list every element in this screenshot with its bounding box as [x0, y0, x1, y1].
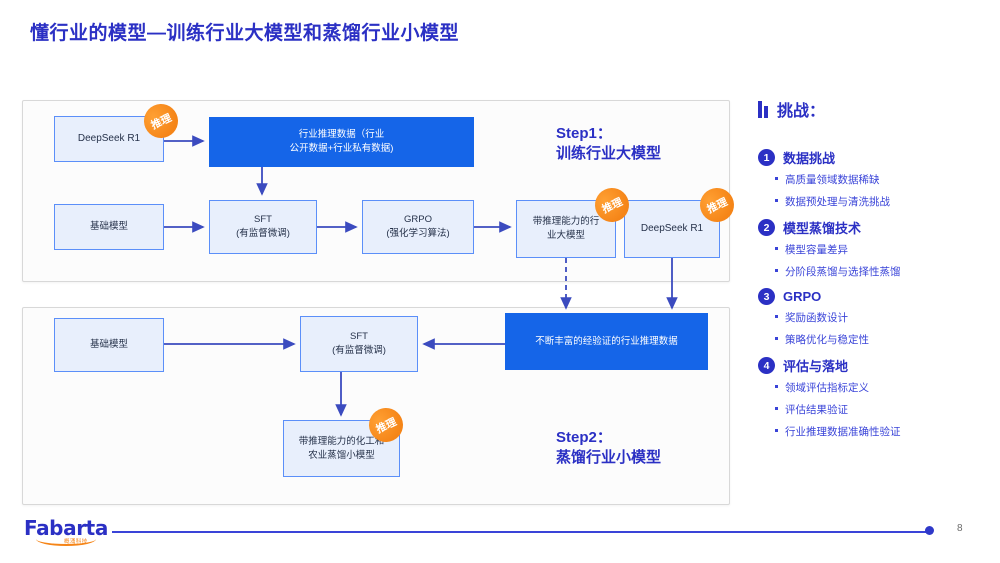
challenge-number-badge: 2: [758, 219, 775, 236]
node-label-line2: (强化学习算法): [386, 228, 450, 239]
challenge-bullets: 高质量领域数据稀缺 数据预处理与清洗挑战: [758, 172, 988, 209]
challenge-header: 4 评估与落地: [758, 356, 988, 375]
node-label: 不断丰富的经验证的行业推理数据: [535, 335, 678, 347]
node-sft-step2: SFT (有监督微调): [300, 316, 418, 372]
list-item: 模型容量差异: [758, 242, 988, 257]
list-item: 高质量领域数据稀缺: [758, 172, 988, 187]
node-label-line2: 业大模型: [546, 230, 585, 241]
challenge-bullets: 奖励函数设计 策略优化与稳定性: [758, 310, 988, 347]
fabarta-logo: Fabarta 概涌科技: [24, 518, 110, 548]
node-label-line2: 公开数据+行业私有数据): [289, 143, 394, 154]
node-label: 行业推理数据（行业 公开数据+行业私有数据): [286, 128, 398, 156]
challenge-title: 评估与落地: [783, 359, 849, 374]
challenge-header: 1 数据挑战: [758, 148, 988, 167]
logo-wordmark: Fabarta: [24, 516, 108, 540]
list-item: 行业推理数据准确性验证: [758, 424, 988, 439]
list-item: 评估结果验证: [758, 402, 988, 417]
list-item: 领域评估指标定义: [758, 380, 988, 395]
challenge-group: 4 评估与落地 领域评估指标定义 评估结果验证 行业推理数据准确性验证: [758, 356, 988, 439]
node-label-line1: 行业推理数据（行业: [298, 129, 385, 141]
logo-subtitle-cn: 概涌科技: [64, 539, 88, 545]
node-label: 基础模型: [89, 339, 128, 351]
node-label: DeepSeek R1: [640, 222, 704, 234]
challenge-title: 数据挑战: [783, 151, 836, 166]
step1-caption-line1: Step1：: [556, 125, 612, 142]
page-number: 8: [957, 523, 963, 534]
challenges-heading: 挑战：: [758, 97, 825, 121]
node-label: GRPO (强化学习算法): [382, 213, 453, 241]
node-label: DeepSeek R1: [77, 132, 141, 144]
list-item: 奖励函数设计: [758, 310, 988, 325]
node-industry-reasoning-data: 行业推理数据（行业 公开数据+行业私有数据): [209, 117, 474, 167]
footer-rule: [112, 531, 930, 533]
challenge-group: 1 数据挑战 高质量领域数据稀缺 数据预处理与清洗挑战: [758, 148, 988, 209]
node-label-line1: SFT: [254, 214, 272, 226]
node-label-line1: 带推理能力的化工和: [298, 435, 385, 447]
step1-caption: Step1： 训练行业大模型: [556, 124, 661, 164]
step2-caption-line2: 蒸馏行业小模型: [556, 448, 662, 466]
logo-swoosh-icon: [36, 535, 96, 546]
footer-dot-icon: [925, 526, 934, 535]
challenge-group: 3 GRPO 奖励函数设计 策略优化与稳定性: [758, 288, 988, 347]
node-label: 带推理能力的行 业大模型: [529, 215, 604, 243]
challenges-heading-label: 挑战：: [777, 103, 826, 120]
node-label-line2: 农业蒸馏小模型: [308, 449, 375, 461]
node-base-model-step2: 基础模型: [54, 318, 164, 372]
node-label-line1: 带推理能力的行: [532, 216, 600, 228]
node-label: SFT (有监督微调): [328, 330, 390, 358]
node-sft-step1: SFT (有监督微调): [209, 200, 317, 254]
challenge-header: 2 模型蒸馏技术: [758, 218, 988, 237]
step1-caption-line2: 训练行业大模型: [556, 144, 662, 162]
list-item: 策略优化与稳定性: [758, 332, 988, 347]
page-title: 懂行业的模型—训练行业大模型和蒸馏行业小模型: [30, 23, 460, 44]
challenge-group: 2 模型蒸馏技术 模型容量差异 分阶段蒸馏与选择性蒸馏: [758, 218, 988, 279]
list-item: 分阶段蒸馏与选择性蒸馏: [758, 264, 988, 279]
step2-caption-line1: Step2：: [556, 429, 612, 446]
node-label: 带推理能力的化工和 农业蒸馏小模型: [295, 435, 389, 463]
bar-chart-icon: [758, 100, 770, 118]
challenge-bullets: 模型容量差异 分阶段蒸馏与选择性蒸馏: [758, 242, 988, 279]
node-label: 基础模型: [89, 221, 128, 233]
node-label-line2: (有监督微调): [332, 345, 386, 356]
node-label: SFT (有监督微调): [232, 213, 294, 241]
node-grpo: GRPO (强化学习算法): [362, 200, 474, 254]
challenges-list: 1 数据挑战 高质量领域数据稀缺 数据预处理与清洗挑战 2 模型蒸馏技术 模型容…: [758, 148, 988, 448]
challenge-title: 模型蒸馏技术: [783, 221, 862, 236]
challenge-number-badge: 1: [758, 149, 775, 166]
challenge-number-badge: 4: [758, 357, 775, 374]
challenge-number-badge: 3: [758, 288, 775, 305]
list-item: 数据预处理与清洗挑战: [758, 194, 988, 209]
node-base-model-step1: 基础模型: [54, 204, 164, 250]
node-label-line1: SFT: [350, 331, 368, 343]
challenge-title: GRPO: [783, 289, 822, 304]
node-enriched-reasoning-data: 不断丰富的经验证的行业推理数据: [505, 313, 708, 370]
node-label-line2: (有监督微调): [236, 228, 290, 239]
challenge-bullets: 领域评估指标定义 评估结果验证 行业推理数据准确性验证: [758, 380, 988, 439]
step2-caption: Step2： 蒸馏行业小模型: [556, 428, 661, 468]
challenge-header: 3 GRPO: [758, 288, 988, 305]
node-label-line1: GRPO: [404, 214, 432, 226]
